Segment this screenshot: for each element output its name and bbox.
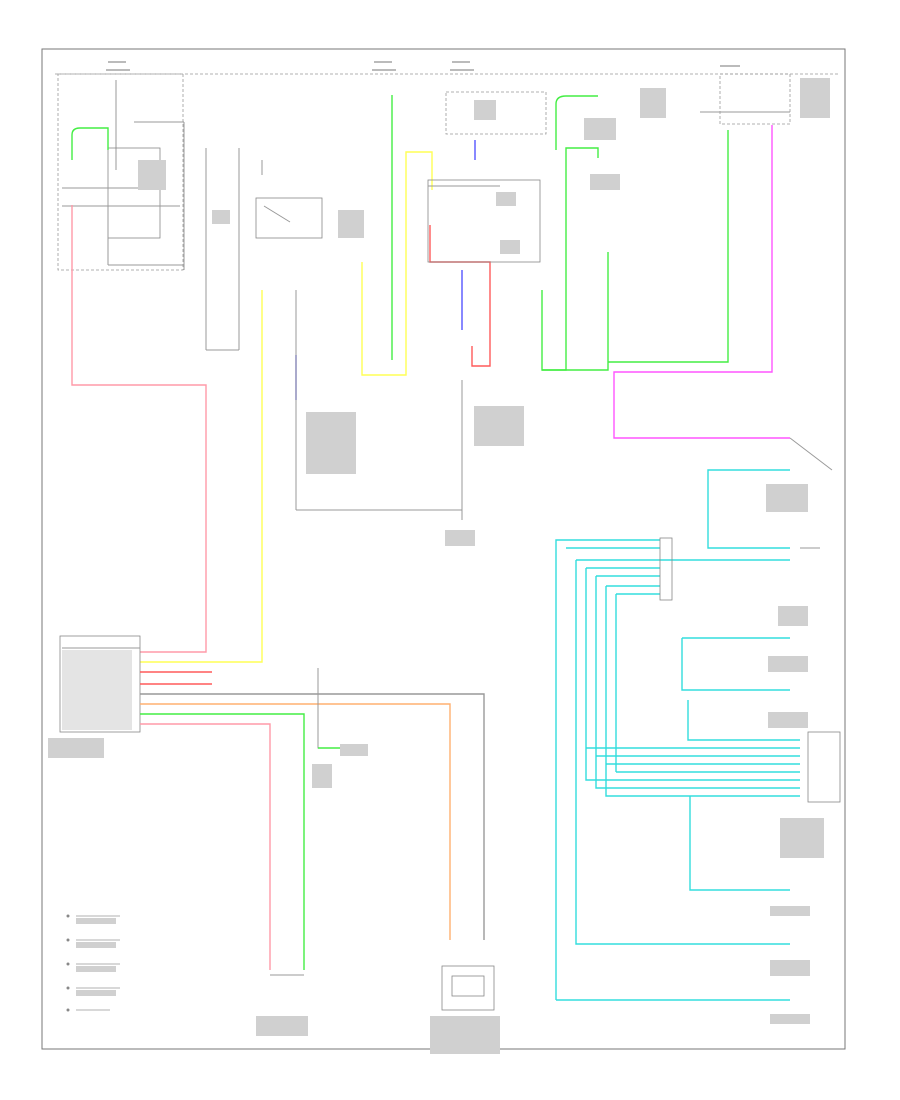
yellow-wire-loop [361,151,433,376]
yellow-wire-main [140,290,263,663]
key-list [66,914,120,1012]
pink-wire-left [71,205,207,653]
green-wire-right-1 [555,95,598,150]
left-relay-group [57,73,240,351]
green-wire-right-3 [542,252,609,371]
mid-relay-group [295,91,547,520]
gray-wire-ecm [140,693,485,940]
green-wire-ecm [140,713,305,970]
green-wire-right-4 [608,130,729,363]
cyan-wires [555,469,800,1001]
green-wire-left-top [71,127,109,160]
right-top-relay [700,73,791,125]
relay-switch-group [255,160,323,239]
green-wire-right-2 [541,147,599,371]
pink-wire-ecm [140,723,271,970]
bottom-sensors [270,965,495,1011]
red-wire-middle [429,225,491,367]
magenta-wire [613,125,790,439]
diagram-border [41,48,846,1050]
top-fuse-labels [106,61,740,71]
gray-wire-ground [317,668,344,749]
orange-wire-ecm [140,703,451,940]
right-components [659,437,841,803]
label-placeholders [48,78,830,1054]
